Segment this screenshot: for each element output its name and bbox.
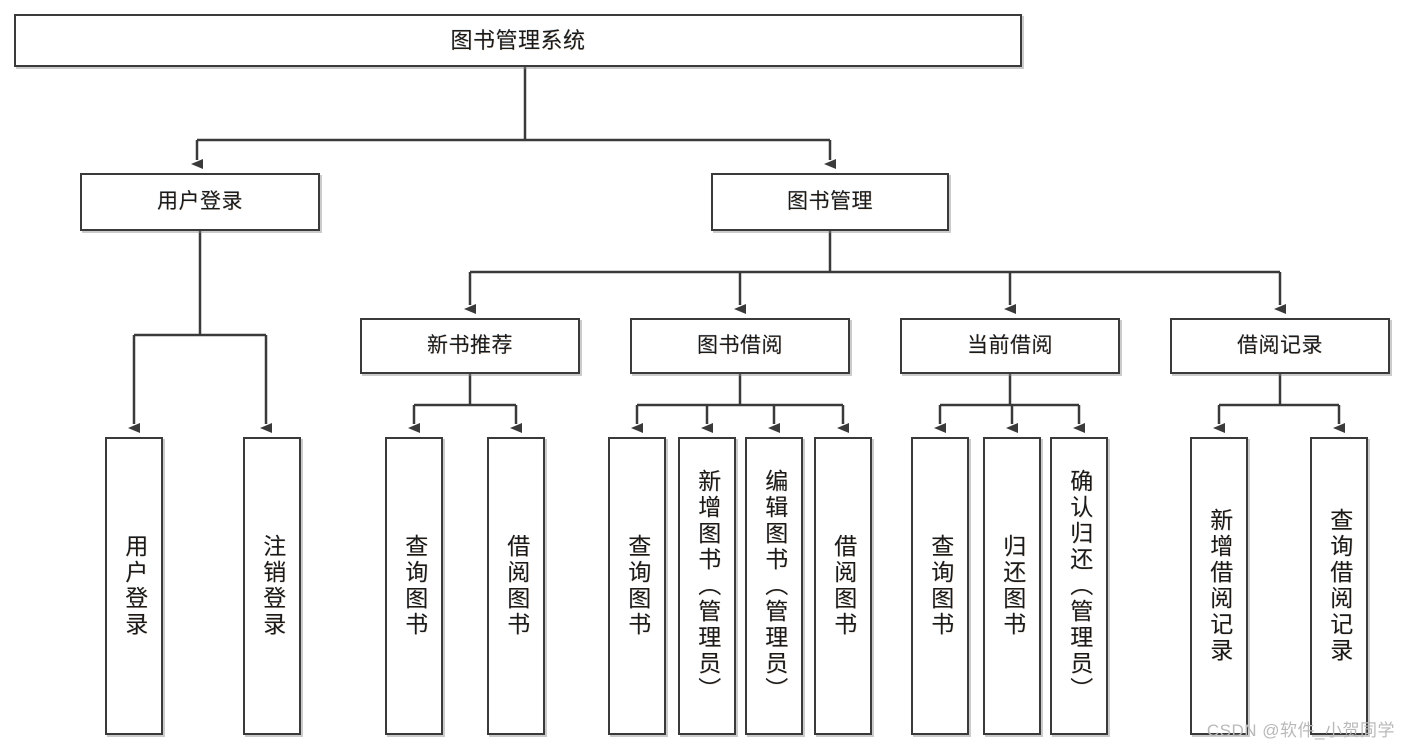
node-book-borrow[interactable]: 图书借阅 — [630, 318, 850, 374]
leaf-add-book-admin[interactable]: 新增图书（管理员） — [678, 437, 736, 735]
node-user-login-label: 用户登录 — [157, 189, 243, 213]
leaf-confirm-return-admin-label: 确认归还（管理员） — [1066, 469, 1093, 703]
leaf-add-borrow-record[interactable]: 新增借阅记录 — [1190, 437, 1248, 735]
leaf-user-login-label: 用户登录 — [121, 534, 148, 638]
node-book-manage-label: 图书管理 — [787, 189, 873, 213]
leaf-borrow-book-label: 借阅图书 — [830, 534, 857, 638]
node-book-manage[interactable]: 图书管理 — [711, 173, 949, 231]
leaf-confirm-return-admin[interactable]: 确认归还（管理员） — [1050, 437, 1108, 735]
node-book-borrow-label: 图书借阅 — [697, 333, 783, 357]
node-root[interactable]: 图书管理系统 — [14, 14, 1022, 67]
leaf-edit-book-admin-label: 编辑图书（管理员） — [761, 469, 788, 703]
node-new-book-recommend[interactable]: 新书推荐 — [360, 318, 580, 374]
leaf-query-book-current[interactable]: 查询图书 — [911, 437, 969, 735]
leaf-add-book-admin-label: 新增图书（管理员） — [694, 469, 721, 703]
node-root-label: 图书管理系统 — [450, 27, 586, 53]
leaf-edit-book-admin[interactable]: 编辑图书（管理员） — [745, 437, 803, 735]
node-current-borrow[interactable]: 当前借阅 — [900, 318, 1120, 374]
leaf-query-book-borrow-label: 查询图书 — [624, 534, 651, 638]
leaf-logout[interactable]: 注销登录 — [243, 437, 301, 735]
leaf-return-book[interactable]: 归还图书 — [983, 437, 1041, 735]
leaf-logout-label: 注销登录 — [259, 534, 286, 638]
leaf-user-login[interactable]: 用户登录 — [105, 437, 163, 735]
node-current-borrow-label: 当前借阅 — [967, 333, 1053, 357]
leaf-query-borrow-record-label: 查询借阅记录 — [1326, 508, 1353, 664]
leaf-return-book-label: 归还图书 — [999, 534, 1026, 638]
leaf-borrow-book-newbook[interactable]: 借阅图书 — [487, 437, 545, 735]
leaf-query-book-newbook[interactable]: 查询图书 — [385, 437, 443, 735]
node-user-login[interactable]: 用户登录 — [80, 173, 320, 231]
leaf-borrow-book[interactable]: 借阅图书 — [814, 437, 872, 735]
leaf-query-book-borrow[interactable]: 查询图书 — [608, 437, 666, 735]
leaf-query-book-current-label: 查询图书 — [927, 534, 954, 638]
node-new-book-recommend-label: 新书推荐 — [427, 333, 513, 357]
node-borrow-record[interactable]: 借阅记录 — [1170, 318, 1390, 374]
node-borrow-record-label: 借阅记录 — [1237, 333, 1323, 357]
leaf-borrow-book-newbook-label: 借阅图书 — [503, 534, 530, 638]
leaf-query-borrow-record[interactable]: 查询借阅记录 — [1310, 437, 1368, 735]
leaf-query-book-newbook-label: 查询图书 — [401, 534, 428, 638]
watermark-text: CSDN @软件_小贺同学 — [1206, 721, 1395, 740]
leaf-add-borrow-record-label: 新增借阅记录 — [1206, 508, 1233, 664]
